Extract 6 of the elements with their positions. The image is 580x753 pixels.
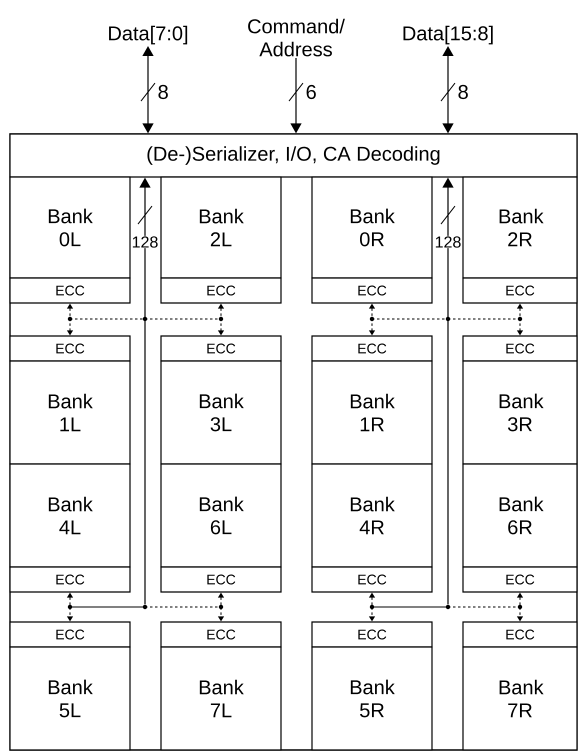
signal-label: Data[7:0] — [109, 26, 188, 44]
signal-label: Data[15:8] — [404, 26, 493, 44]
edge-label: 8 — [458, 84, 468, 100]
edge-label: 8 — [158, 84, 168, 100]
edge-label: 6 — [306, 84, 316, 100]
signal-label: Command/ Address — [248, 18, 345, 56]
